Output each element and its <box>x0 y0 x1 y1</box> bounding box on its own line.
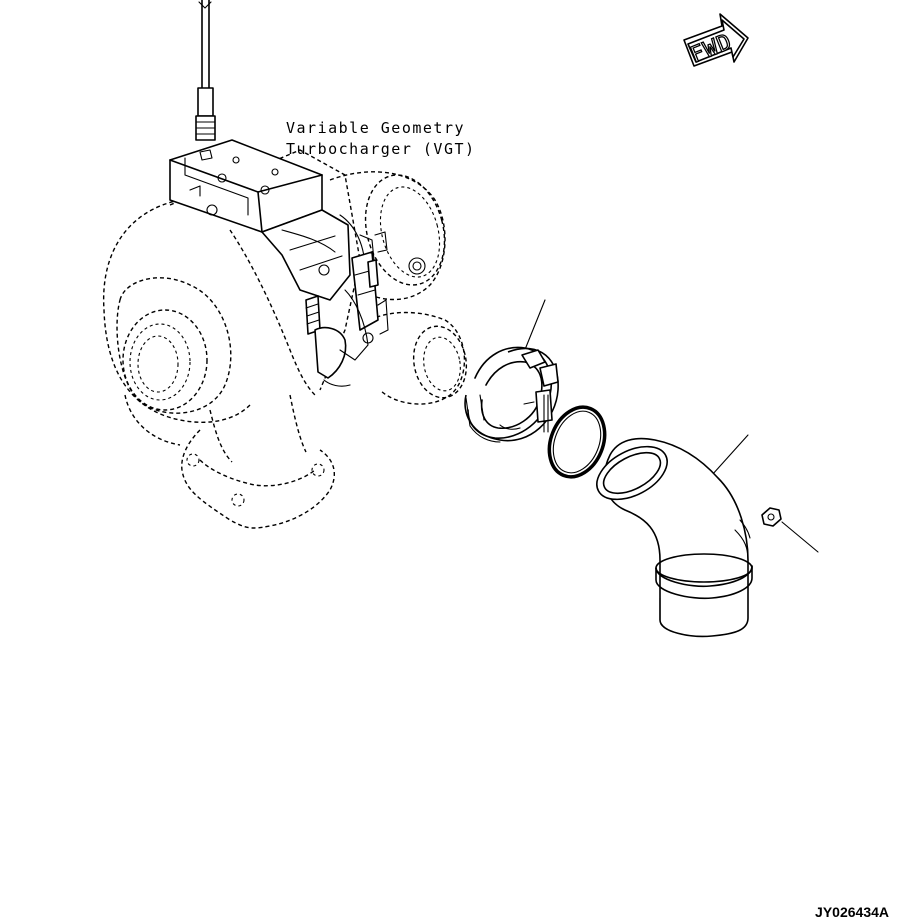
actuator-rod <box>195 0 216 141</box>
v-band-clamp <box>464 299 559 443</box>
vgt-label-line2: Turbocharger (VGT) <box>286 140 476 158</box>
hex-nut <box>761 507 819 553</box>
turbocharger-body <box>102 139 468 529</box>
fwd-arrow-text: FWD <box>687 29 736 68</box>
o-ring-gasket <box>547 405 607 479</box>
vgt-callout-label: Variable Geometry Turbocharger (VGT) <box>286 118 476 160</box>
fwd-arrow-icon: FWD <box>683 13 749 69</box>
drawing-id: JY026434A <box>815 904 889 920</box>
vgt-label-line1: Variable Geometry <box>286 119 466 137</box>
elbow-pipe <box>596 434 753 638</box>
